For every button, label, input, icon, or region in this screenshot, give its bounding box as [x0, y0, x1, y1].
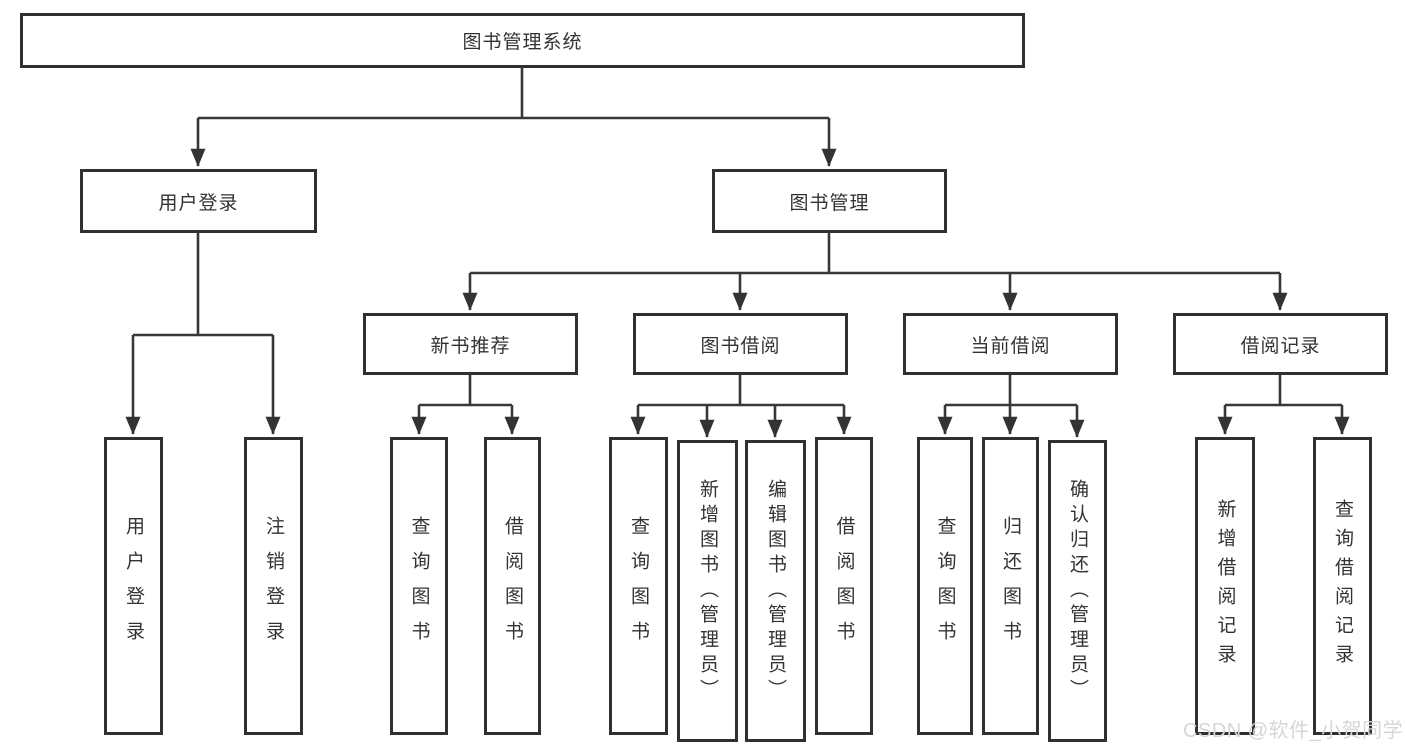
node-label: 新增图书（管理员）	[697, 478, 718, 704]
node-label: 查询图书	[628, 516, 649, 656]
node-label: 编辑图书（管理员）	[765, 478, 786, 704]
leaf-borrow-books: 借阅图书	[815, 437, 873, 735]
node-label: 图书管理	[789, 192, 870, 214]
node-label: 查询图书	[934, 516, 956, 656]
node-label: 借阅图书	[502, 516, 523, 656]
node-label: 用户登录	[158, 192, 239, 214]
node-label: 查询借阅记录	[1332, 499, 1353, 673]
leaf-logout: 注销登录	[244, 437, 303, 735]
leaf-borrow-books-recommend: 借阅图书	[484, 437, 541, 735]
node-label: 查询图书	[408, 516, 430, 656]
node-book-management-branch: 图书管理	[712, 169, 947, 233]
node-label: 图书管理系统	[462, 32, 583, 53]
node-label: 图书借阅	[700, 335, 781, 357]
node-borrow-records: 借阅记录	[1173, 313, 1388, 375]
leaf-edit-book-admin: 编辑图书（管理员）	[745, 440, 806, 742]
node-label: 用户登录	[123, 516, 144, 656]
node-label: 借阅图书	[833, 516, 855, 656]
leaf-return-books: 归还图书	[982, 437, 1039, 735]
leaf-query-books-current: 查询图书	[917, 437, 973, 735]
node-user-login-branch: 用户登录	[80, 169, 317, 233]
node-new-book-recommend: 新书推荐	[363, 313, 578, 375]
leaf-confirm-return-admin: 确认归还（管理员）	[1048, 440, 1107, 742]
leaf-user-login: 用户登录	[104, 437, 163, 735]
node-current-borrow: 当前借阅	[903, 313, 1118, 375]
node-label: 借阅记录	[1240, 335, 1321, 357]
node-book-borrow: 图书借阅	[633, 313, 848, 375]
node-label: 归还图书	[1000, 516, 1021, 656]
leaf-query-borrow-record: 查询借阅记录	[1313, 437, 1372, 735]
node-label: 新书推荐	[430, 335, 511, 357]
leaf-add-borrow-record: 新增借阅记录	[1195, 437, 1255, 735]
node-label: 新增借阅记录	[1214, 499, 1236, 673]
node-label: 当前借阅	[970, 335, 1051, 357]
node-label: 注销登录	[263, 516, 284, 656]
node-root-system: 图书管理系统	[20, 13, 1025, 68]
leaf-query-books-borrow: 查询图书	[609, 437, 668, 735]
leaf-add-book-admin: 新增图书（管理员）	[677, 440, 738, 742]
leaf-query-books-recommend: 查询图书	[390, 437, 448, 735]
csdn-watermark: CSDN @软件_小贺同学	[1183, 720, 1404, 742]
node-label: 确认归还（管理员）	[1067, 478, 1088, 704]
